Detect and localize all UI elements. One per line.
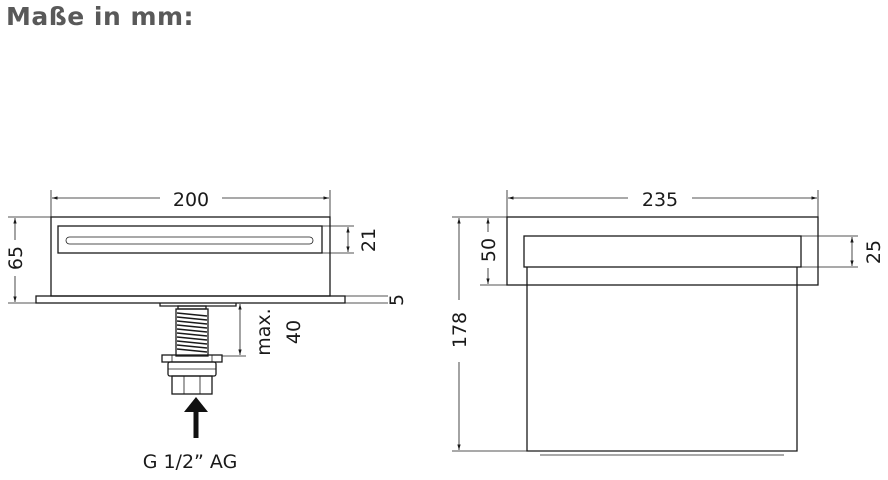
head-height-label: 50 <box>478 238 500 262</box>
front-width-label: 200 <box>173 189 209 211</box>
slot-height-label: 21 <box>358 228 380 252</box>
front-slot-opening <box>65 236 314 245</box>
side-view: 235 178 50 25 <box>449 189 885 456</box>
side-width-label: 235 <box>642 189 678 211</box>
front-pipe <box>175 308 209 357</box>
max-value-label: 40 <box>283 320 305 344</box>
side-head <box>506 216 819 286</box>
side-housing <box>526 267 798 452</box>
max-label: max. <box>253 308 275 355</box>
top-height-label: 25 <box>863 240 885 264</box>
front-nut-lower <box>171 375 213 395</box>
side-height-label: 178 <box>449 312 471 348</box>
front-slot <box>57 225 323 254</box>
side-top-cover <box>523 235 802 268</box>
front-view: 200 65 21 5 max. 40 G 1/2” AG <box>5 189 408 473</box>
front-base-plate <box>35 295 346 304</box>
thread-label: G 1/2” AG <box>143 451 238 473</box>
page-title: Maße in mm: <box>6 2 195 31</box>
front-height-label: 65 <box>5 246 27 270</box>
plate-thickness-label: 5 <box>386 294 408 306</box>
front-body <box>50 216 331 297</box>
pipe-threads <box>176 312 208 353</box>
